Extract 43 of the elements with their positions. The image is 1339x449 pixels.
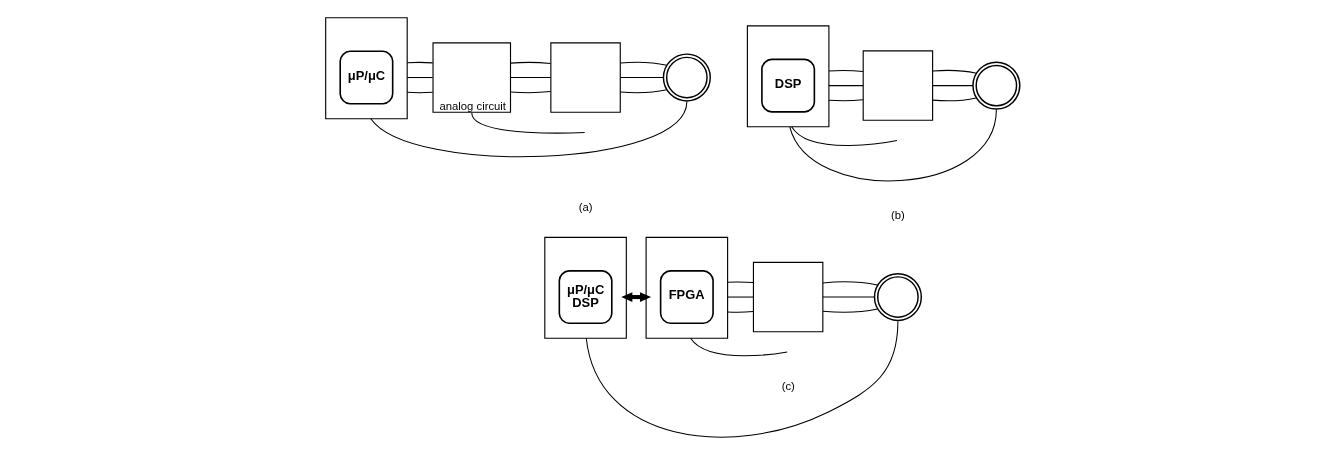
connector bbox=[932, 69, 977, 74]
connector bbox=[619, 61, 668, 66]
connector bbox=[406, 77, 434, 79]
connector bbox=[828, 85, 864, 87]
cluster bbox=[544, 236, 627, 339]
connector bbox=[932, 97, 977, 102]
cluster bbox=[645, 236, 729, 339]
connector bbox=[727, 296, 754, 298]
node-box: μP/μC DSP bbox=[558, 270, 613, 325]
node-circle bbox=[873, 272, 923, 322]
connector bbox=[619, 77, 664, 79]
label: (b) bbox=[891, 209, 905, 222]
connector bbox=[932, 85, 974, 87]
connector bbox=[406, 61, 434, 64]
connector bbox=[828, 69, 864, 72]
node-box bbox=[752, 261, 824, 333]
node-box: DSP bbox=[761, 58, 816, 113]
connector bbox=[727, 311, 754, 313]
connector bbox=[370, 101, 688, 158]
connector bbox=[791, 126, 898, 147]
connector bbox=[822, 281, 878, 286]
connector bbox=[406, 91, 434, 94]
node-box bbox=[550, 42, 621, 113]
label: (a) bbox=[578, 201, 593, 214]
connector bbox=[510, 91, 552, 94]
connector bbox=[822, 308, 878, 313]
node-box: μP/μC bbox=[339, 50, 394, 105]
node-box: FPGA bbox=[659, 270, 714, 325]
connector bbox=[789, 109, 997, 182]
connector bbox=[471, 112, 586, 134]
cluster bbox=[746, 25, 830, 128]
connector bbox=[619, 89, 668, 94]
node-box bbox=[862, 50, 934, 121]
connector bbox=[585, 320, 899, 438]
connector bbox=[822, 296, 875, 298]
connector bbox=[690, 337, 788, 357]
connector bbox=[727, 281, 754, 284]
label: (c) bbox=[781, 379, 795, 392]
node-box: analog circuit bbox=[432, 42, 512, 113]
cluster bbox=[325, 17, 408, 120]
connector bbox=[510, 77, 552, 79]
connector bbox=[510, 61, 552, 64]
connector bbox=[828, 99, 864, 102]
